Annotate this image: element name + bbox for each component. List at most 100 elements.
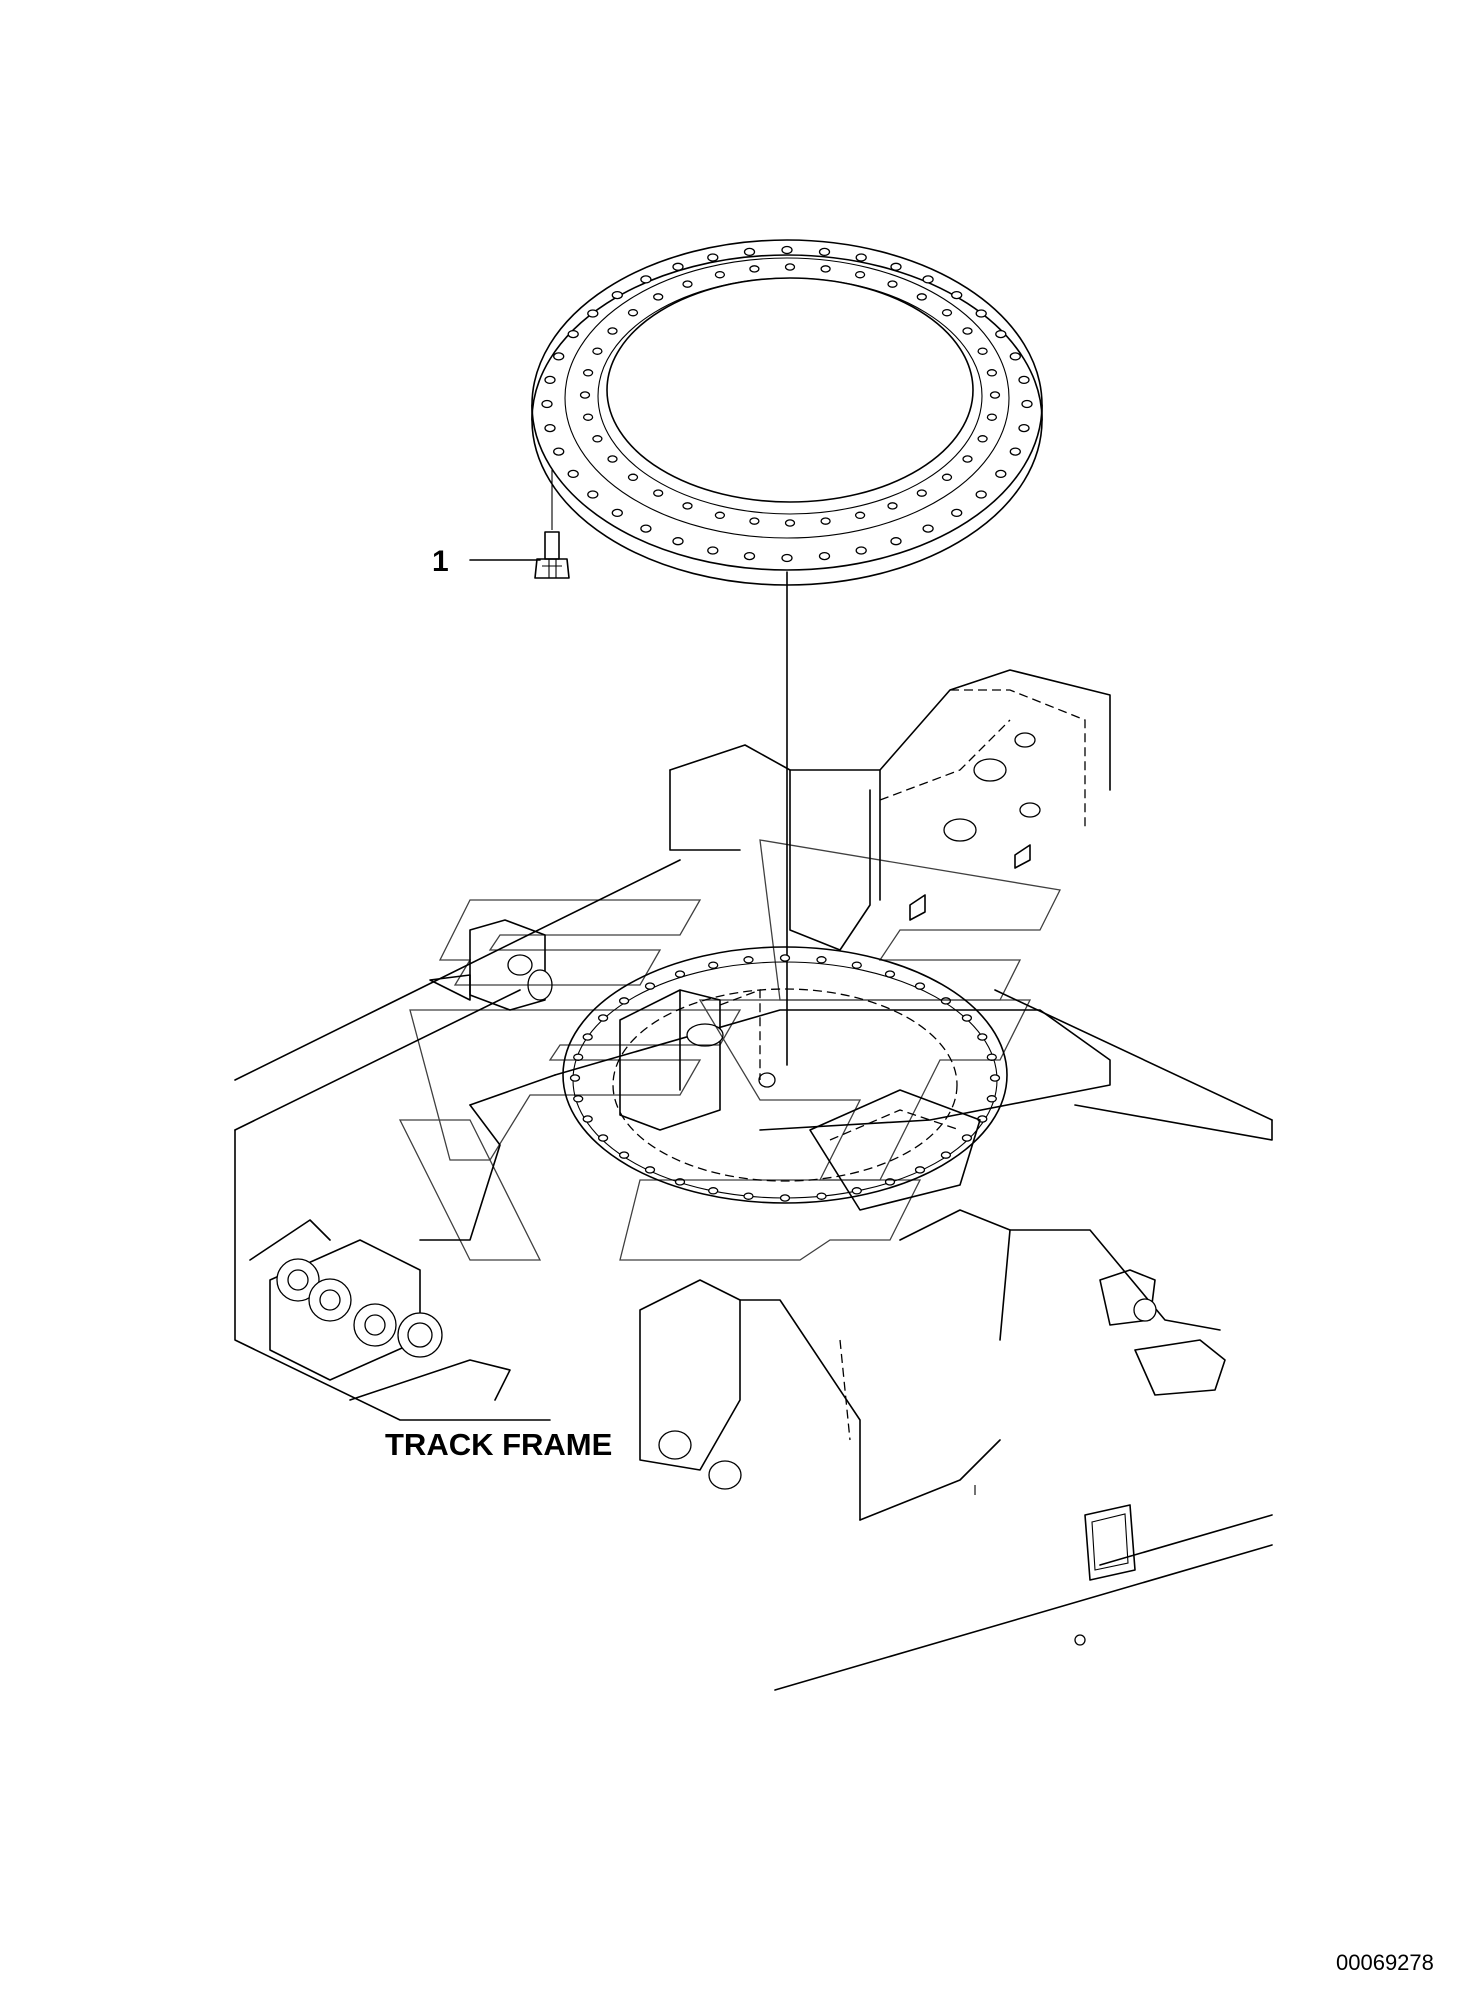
slewing-ring-outer-bolt-hole (855, 546, 867, 555)
slewing-ring-outer-bolt-hole (995, 329, 1007, 339)
track-frame-label: TRACK FRAME (385, 1427, 612, 1462)
slewing-ring-inner-bolt-hole (887, 280, 898, 288)
slewing-ring-outer-bolt-hole (672, 537, 684, 546)
slewing-ring-outer-bolt-hole (995, 469, 1007, 479)
slewing-ring-inner-bolt-hole (607, 327, 618, 335)
slewing-ring-outer-bolt-hole (672, 262, 684, 271)
frame-ring-bolt-hole (816, 1192, 827, 1200)
frame-ring-bolt-hole (940, 1151, 952, 1159)
slewing-ring-inner-bolt-hole (627, 308, 639, 317)
frame-ring-bolt-hole (816, 956, 827, 964)
frame-ring-bolt-hole (779, 1194, 791, 1202)
slewing-ring-inner-bolt-hole (653, 293, 664, 301)
slewing-ring-outer-bolt-hole (553, 352, 565, 361)
slewing-ring-outer-bolt-hole (922, 524, 934, 533)
frame-ring-bolt-hole (573, 1095, 584, 1103)
frame-ring-bolt-hole (914, 1166, 926, 1174)
slewing-ring-outer-bolt-hole (544, 375, 556, 385)
slewing-ring-inner-bolt-hole (607, 455, 618, 463)
slewing-ring-inner-bolt-hole (820, 517, 831, 525)
slewing-ring-inner-bolt-hole (986, 413, 998, 421)
slewing-ring-inner-bolt-hole (854, 511, 866, 520)
slewing-ring-inner-bolt-hole (582, 369, 594, 377)
slewing-ring-outer-bolt-hole (781, 245, 793, 255)
slewing-ring-inner-bolt-hole (682, 502, 693, 510)
slewing-ring-inner-bolt-hole (749, 265, 760, 273)
slewing-ring-outer-bolt-hole (544, 423, 556, 433)
slewing-ring-outer-bolt-hole (567, 469, 579, 479)
slewing-ring-inner-bolt-hole (582, 413, 594, 421)
slewing-ring-inner-bolt-hole (962, 455, 973, 463)
slewing-ring-outer-bolt-hole (922, 275, 934, 284)
slewing-ring-inner-bolt-hole (579, 391, 591, 399)
slewing-ring-outer-bolt-hole (707, 546, 719, 555)
slewing-ring-inner-bolt-hole (986, 369, 998, 377)
frame-ring-bolt-hole (743, 956, 754, 964)
slewing-ring-inner-bolt-hole (653, 489, 664, 497)
slewing-ring-outer-bolt-hole (818, 247, 831, 257)
slewing-ring-inner-bolt-hole (714, 270, 726, 279)
frame-ring-bolt-hole (582, 1033, 593, 1041)
slewing-ring-inner-bolt-hole (941, 473, 953, 482)
slewing-ring-inner-bolt-hole (916, 489, 927, 497)
slewing-ring-inner-bolt-hole (749, 517, 760, 525)
frame-ring-bolt-hole (582, 1115, 593, 1123)
frame-ring-bolt-hole (989, 1074, 1001, 1082)
frame-ring-bolt-hole (851, 961, 862, 969)
slewing-ring-inner-bolt-hole (682, 280, 693, 288)
slewing-ring-outer-bolt-hole (975, 490, 987, 499)
frame-ring-bolt-hole (618, 997, 630, 1005)
frame-ring-bolt-hole (674, 970, 686, 978)
slewing-ring-inner-bolt-hole (977, 347, 988, 355)
slewing-ring-inner-bolt-hole (989, 391, 1001, 399)
bolt-icon (534, 531, 570, 579)
frame-ring-bolt-hole (597, 1134, 609, 1142)
slewing-ring-outer-bolt-hole (640, 524, 652, 533)
slewing-ring-inner-bolt-hole (784, 519, 796, 527)
slewing-ring-inner-bolt-hole (592, 347, 603, 355)
slewing-ring-inner-bolt-hole (592, 435, 603, 443)
slewing-ring-inner-bolt-hole (977, 435, 988, 443)
frame-ring-bolt-hole (618, 1151, 630, 1159)
slewing-ring-outer-bolt-hole (781, 553, 793, 563)
slewing-ring-outer-bolt-hole (818, 551, 831, 561)
slewing-ring-outer-bolt-hole (707, 253, 719, 262)
slewing-ring-outer-bolt-hole (1018, 423, 1030, 433)
slewing-ring-outer-bolt-hole (553, 447, 565, 456)
slewing-ring-inner-bolt-hole (916, 293, 927, 301)
slewing-ring-inner-bolt-hole (714, 511, 726, 520)
frame-ring-bolt-hole (708, 961, 719, 969)
frame-ring-bolt-hole (961, 1014, 973, 1022)
slewing-ring-drawing (531, 239, 1043, 586)
frame-ring-bolt-hole (977, 1033, 988, 1041)
frame-ring-bolt-hole (961, 1134, 973, 1142)
slewing-ring-outer-bolt-hole (1018, 375, 1030, 385)
slewing-ring-inner-bolt-hole (854, 270, 866, 279)
frame-ring-bolt-hole (986, 1095, 997, 1103)
frame-ring-bolt-hole (779, 954, 791, 962)
slewing-ring-outer-bolt-hole (611, 508, 623, 518)
slewing-ring-outer-bolt-hole (975, 309, 987, 318)
frame-ring-bolt-hole (644, 1166, 656, 1174)
slewing-ring-outer-bolt-hole (1009, 447, 1021, 456)
slewing-ring-outer-bolt-hole (855, 253, 867, 262)
slewing-ring-outer-bolt-hole (743, 247, 756, 257)
slewing-ring-outer-bolt-hole (890, 537, 902, 546)
frame-ring-bolt-hole (708, 1187, 719, 1195)
frame-ring-bolt-hole (940, 997, 952, 1005)
slewing-ring-outer-bolt-hole (587, 309, 599, 318)
slewing-ring-outer-bolt-hole (951, 508, 963, 518)
slewing-ring-outer-bolt-hole (640, 275, 652, 284)
slewing-ring-outer-bolt-hole (1009, 352, 1021, 361)
slewing-ring-inner-bolt-hole (784, 263, 796, 271)
callout-number-1[interactable]: 1 (432, 545, 449, 578)
slewing-ring-outer-bolt-hole (1021, 399, 1033, 409)
frame-ring-bolt-hole (569, 1074, 581, 1082)
frame-ring-bolt-hole (851, 1187, 862, 1195)
slewing-ring-outer-bolt-hole (890, 262, 902, 271)
slewing-ring-outer-bolt-hole (541, 399, 553, 409)
document-number: 00069278 (1336, 1950, 1434, 1975)
slewing-ring-inner-bolt-hole (962, 327, 973, 335)
frame-ring-bolt-hole (743, 1192, 754, 1200)
